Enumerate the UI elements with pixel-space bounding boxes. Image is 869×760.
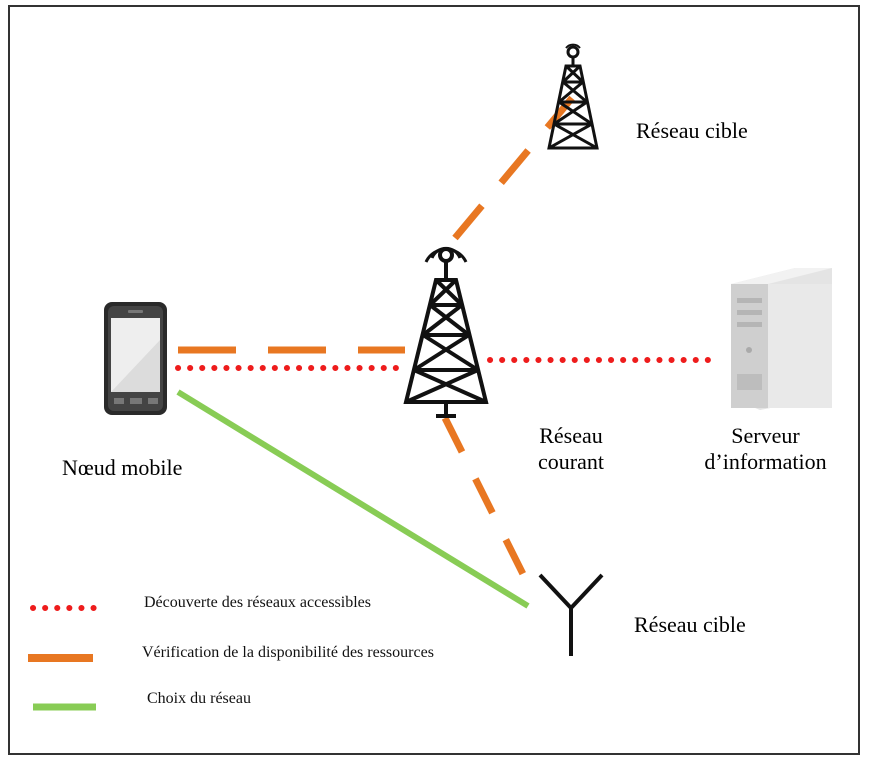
link-current-targettop-verification: [452, 95, 575, 241]
legend-swatches: [28, 605, 105, 711]
legend-label-discovery: Découverte des réseaux accessibles: [144, 594, 371, 611]
server-icon: [731, 268, 832, 410]
mobile-node-label: Nœud mobile: [62, 455, 183, 480]
server-label-line1: Serveur: [731, 423, 800, 448]
tower-icon-target-top: [547, 43, 599, 150]
links: [175, 95, 718, 609]
legend-label-verification: Vérification de la disponibilité des res…: [142, 644, 434, 661]
legend-label-choice: Choix du réseau: [147, 690, 251, 707]
antenna-icon-target-bottom: [538, 573, 604, 656]
current-network-label-line2: courant: [538, 449, 604, 474]
current-network-label-line1: Réseau: [539, 423, 603, 448]
mobile-phone-icon: [104, 302, 167, 415]
target-network-top-label: Réseau cible: [636, 118, 748, 143]
server-label-line2: d’information: [704, 449, 827, 474]
current-network-label: Réseau courant: [516, 423, 626, 475]
target-network-bottom-label: Réseau cible: [634, 612, 746, 637]
link-mobile-targetbottom-choice: [176, 389, 530, 609]
server-label: Serveur d’information: [683, 423, 848, 475]
tower-icon-current: [403, 246, 489, 418]
link-current-targetbottom-verification: [441, 416, 532, 586]
